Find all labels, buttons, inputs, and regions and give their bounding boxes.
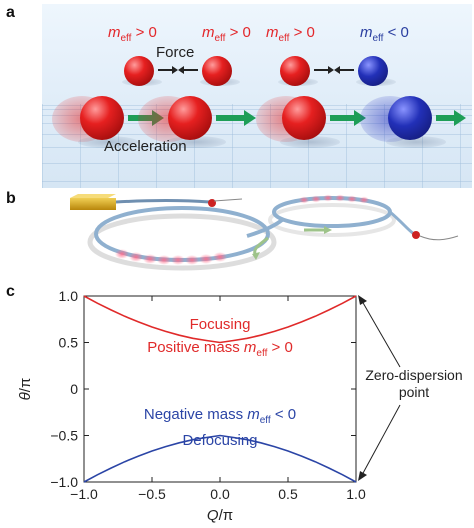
panel-c-chart: −1.0 −0.5 0 0.5 1.0 −1.0 −0.5 0.0 0.5 1.0 Focusi… <box>17 288 463 524</box>
x-axis-label: Q/π <box>207 507 233 524</box>
coupler-bead-icon <box>208 199 216 207</box>
grid-line <box>118 104 119 188</box>
series-line-2 <box>83 434 357 483</box>
panel-label-b: b <box>6 190 16 207</box>
mass-label-4: meff < 0 <box>360 24 409 44</box>
grid-line <box>194 104 195 188</box>
x-tick-label: −1.0 <box>70 486 98 502</box>
y-tick-label: 1.0 <box>59 288 79 304</box>
y-axis: −1.0 −0.5 0 0.5 1.0 <box>50 288 356 490</box>
grid-line <box>42 147 472 149</box>
x-tick-label: 0.5 <box>278 486 298 502</box>
panel-label-a: a <box>6 4 15 21</box>
y-axis-label: θ/π <box>17 378 34 401</box>
y-tick-label: 0 <box>70 381 78 397</box>
grid-line <box>232 104 233 188</box>
callout-arrow-up-icon <box>358 295 401 368</box>
force-arrow-left-icon <box>178 66 198 74</box>
series-group <box>83 295 357 483</box>
series-line-1 <box>83 295 357 344</box>
coupler-bead-icon <box>412 231 420 239</box>
ball-shadow <box>166 136 226 148</box>
grid-line <box>270 104 271 188</box>
laser-source-icon <box>70 194 116 210</box>
grid-line <box>42 180 472 182</box>
acceleration-label: Acceleration <box>104 138 187 155</box>
callout-arrow-down-icon <box>358 404 401 481</box>
y-tick-label: −1.0 <box>50 474 78 490</box>
callout-line-1: Zero-dispersion <box>365 367 462 383</box>
pulse-train-icon <box>299 194 369 204</box>
panel-b-illustration <box>70 194 459 271</box>
ball-red-large-1 <box>80 96 124 140</box>
grid-line <box>308 104 309 188</box>
ball-red-1 <box>124 56 154 86</box>
annotation-focusing: Focusing <box>190 316 251 333</box>
mass-label-3: meff > 0 <box>266 24 315 44</box>
ball-red-large-3 <box>282 96 326 140</box>
grid-line <box>42 105 472 107</box>
grid-line <box>384 104 385 188</box>
ball-blue-large-1 <box>388 96 432 140</box>
fiber-ring-small-icon <box>272 196 392 228</box>
ball-shadow <box>386 136 446 148</box>
grid-line <box>346 104 347 188</box>
annotation-defocusing: Defocusing <box>182 432 257 449</box>
grid-line <box>42 162 472 164</box>
coupler-fiber <box>246 218 284 238</box>
x-tick-label: 0.0 <box>210 486 230 502</box>
y-tick-label: −0.5 <box>50 428 78 444</box>
force-arrow-right-icon <box>314 66 334 74</box>
callout: Zero-dispersion point <box>358 295 463 481</box>
acceleration-arrow-icon <box>216 110 256 126</box>
ring-shadow <box>268 203 396 237</box>
force-label: Force <box>156 44 195 61</box>
grid-line <box>422 104 423 188</box>
grid-line <box>42 134 472 135</box>
ball-shadow <box>78 136 138 148</box>
grid-line <box>156 104 157 188</box>
panel-label-c: c <box>6 283 15 300</box>
ball-red-large-2 <box>168 96 212 140</box>
force-arrow-right-icon <box>158 66 178 74</box>
mass-label-2: meff > 0 <box>202 24 251 44</box>
callout-line-2: point <box>399 384 429 400</box>
annotation-positive-mass: Positive mass meff > 0 <box>147 339 293 359</box>
x-tick-label: 1.0 <box>346 486 366 502</box>
ball-red-2 <box>202 56 232 86</box>
grid-line <box>42 108 472 110</box>
force-arrow-left-icon <box>334 66 354 74</box>
panel-a-illustration: meff > 0 meff > 0 meff > 0 meff < 0 Forc… <box>42 4 472 188</box>
mass-label-1: meff > 0 <box>108 24 157 44</box>
ball-red-3 <box>280 56 310 86</box>
annotation-negative-mass: Negative mass meff < 0 <box>144 406 296 426</box>
ring-shadow <box>87 213 277 271</box>
y-tick-label: 0.5 <box>59 335 79 351</box>
ball-shadow <box>280 136 340 148</box>
pulse-train-icon <box>115 249 227 265</box>
acceleration-arrow-icon <box>436 110 466 126</box>
output-fiber <box>389 210 415 236</box>
grid-line <box>460 104 461 188</box>
x-tick-label: −0.5 <box>138 486 166 502</box>
ball-blue-1 <box>358 56 388 86</box>
grid-line <box>80 104 81 188</box>
grid-line <box>42 104 43 188</box>
input-fiber <box>115 199 211 204</box>
